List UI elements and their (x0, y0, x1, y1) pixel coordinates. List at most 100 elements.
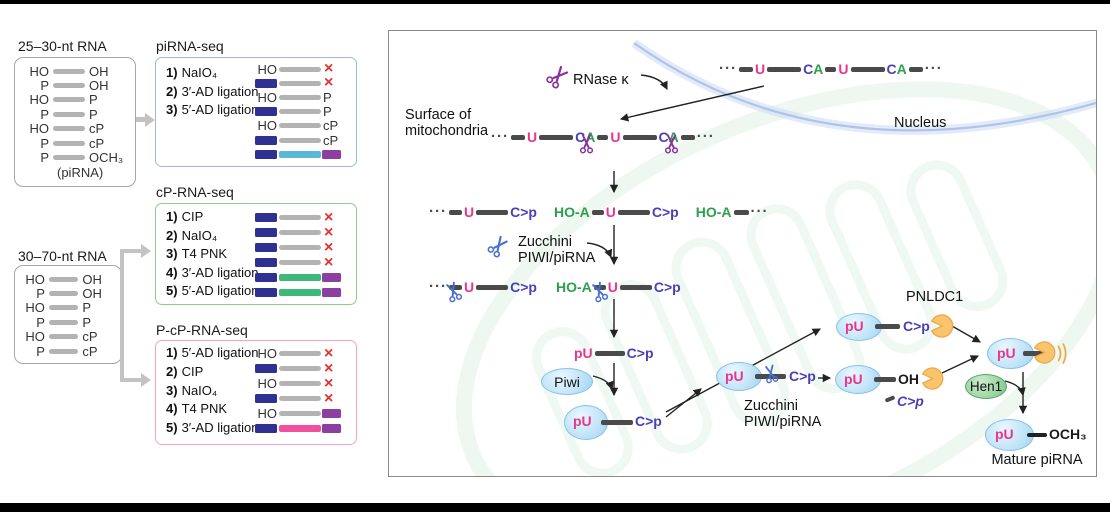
adapter5-block (255, 243, 277, 252)
adapter5-block (255, 364, 277, 373)
adapter5-block (255, 273, 277, 282)
nucleus-label: Nucleus (894, 115, 947, 131)
trimming-motion-arcs (1057, 343, 1067, 364)
exonuclease-pacman-icon (930, 314, 954, 338)
cross-icon: × (324, 253, 334, 271)
scissors-icon (579, 134, 594, 154)
zucchini-action-arrow (586, 242, 613, 259)
cross-icon: × (324, 389, 334, 407)
cross-icon: × (324, 74, 334, 92)
sample-30-70-title: 30–70-nt RNA (18, 248, 107, 264)
zucchini-label: Zucchini PIWI/piRNA (518, 234, 596, 266)
adapter5-block (255, 228, 277, 237)
pirna-seq-steps: 1)NaIO₄ 2)3′-AD ligation 3)5′-AD ligatio… (166, 65, 259, 117)
nucleus-envelope-arc (631, 39, 1096, 135)
pnldc1-complex: pU C>p (836, 313, 956, 341)
product-row-ligated (253, 147, 349, 162)
product-row-ligated (253, 285, 349, 300)
cp-rna-seq-steps: 1)CIP 2)NaIO₄ 3)T4 PNK 4)3′-AD ligation … (166, 209, 259, 299)
product-row-ligated (253, 270, 349, 285)
hen1-bubble: Hen1 (965, 374, 1007, 399)
product-row: HO× (257, 60, 334, 78)
nucleus-export-arrow (619, 85, 765, 122)
rnase-kappa-label: RNase κ (573, 72, 629, 88)
cp-rna-seq-box: 1)CIP 2)NaIO₄ 3)T4 PNK 4)3′-AD ligation … (155, 203, 357, 305)
branch-arrow-zucchini (665, 388, 702, 418)
product-row: × (253, 208, 349, 226)
scissors-icon (546, 65, 569, 89)
bottom-rule (0, 503, 1110, 512)
exonuclease-pacman-icon (1033, 341, 1056, 364)
adapter5-block (255, 288, 277, 297)
product-row: × (253, 253, 349, 271)
cross-icon: × (324, 374, 334, 392)
product-row: × (253, 389, 349, 407)
adapter5-block (255, 258, 277, 267)
zucchini-label-2: Zucchini PIWI/piRNA (744, 398, 822, 430)
cross-icon: × (324, 359, 334, 377)
cp-rna-seq-title: cP-RNA-seq (156, 184, 234, 200)
adapter5-block (255, 150, 277, 160)
end-3: OH (89, 63, 109, 79)
piwi-bubble (564, 405, 608, 440)
cross-icon: × (324, 223, 334, 241)
pirna-seq-box: 1)NaIO₄ 2)3′-AD ligation 3)5′-AD ligatio… (155, 57, 357, 167)
cp-rna-seq-products: × × × × (253, 208, 349, 300)
pcp-rna-seq-box: 1)5′-AD ligation 2)CIP 3)NaIO₄ 4)T4 PNK … (155, 340, 357, 445)
scissors-icon (765, 364, 779, 384)
sample-25-30-title: 25–30-nt RNA (18, 38, 107, 54)
adapter5-block (255, 78, 277, 88)
scissors-icon (664, 134, 679, 154)
adapter5-block (255, 107, 277, 117)
pirna-note: (piRNA) (57, 164, 104, 180)
surface-label: Surface of mitochondria (405, 107, 489, 139)
adapter3-block (322, 409, 341, 418)
pnldc1-label: PNLDC1 (906, 289, 964, 305)
trimming-complex: pU (987, 338, 1077, 370)
pcp-rna-seq-title: P-cP-RNA-seq (156, 322, 248, 338)
top-rule (0, 0, 1110, 4)
adapter3-block (322, 288, 341, 297)
biogenesis-panel: Nucleus Surface of mitochondria RNase κ … (388, 30, 1097, 477)
adapter3-block (322, 150, 341, 160)
piwi-bubble (836, 313, 882, 341)
piwi-bubble (716, 362, 762, 391)
adapter5-block (255, 394, 277, 403)
product-row: P (253, 104, 349, 119)
trimmed-fragments-row: ··· U C>p HO-A U C>p (429, 279, 681, 303)
product-row: × (253, 238, 349, 256)
pcp-rna-seq-steps: 1)5′-AD ligation 2)CIP 3)NaIO₄ 4)T4 PNK … (166, 345, 259, 436)
converge-arrow-bottom (941, 355, 980, 374)
released-cp-fragment: C>p (897, 393, 924, 409)
adapter5-block (255, 424, 277, 433)
piwi-loaded-complex: pU C>p (564, 405, 664, 441)
piwi-action-arrow (592, 375, 614, 391)
pu-cp-intermediate: pU C>p (574, 345, 654, 361)
exonuclease-pacman-icon (921, 367, 944, 390)
cross-icon: × (324, 238, 334, 256)
released-fragment-bar (884, 395, 896, 403)
adapter5-block (255, 213, 277, 222)
adapter3-block (322, 273, 341, 282)
product-row: × (253, 359, 349, 377)
scissors-icon (446, 281, 463, 303)
product-row: HO× (257, 374, 334, 392)
cross-icon: × (324, 208, 334, 226)
mature-pirna-label: Mature piRNA (991, 452, 1083, 468)
product-row: HO× (257, 344, 334, 362)
scissors-icon (487, 235, 508, 258)
cleaved-fragments-row: ··· U C>p HO-A U C>p HO-A ··· (429, 203, 769, 220)
cross-icon: × (324, 344, 334, 362)
